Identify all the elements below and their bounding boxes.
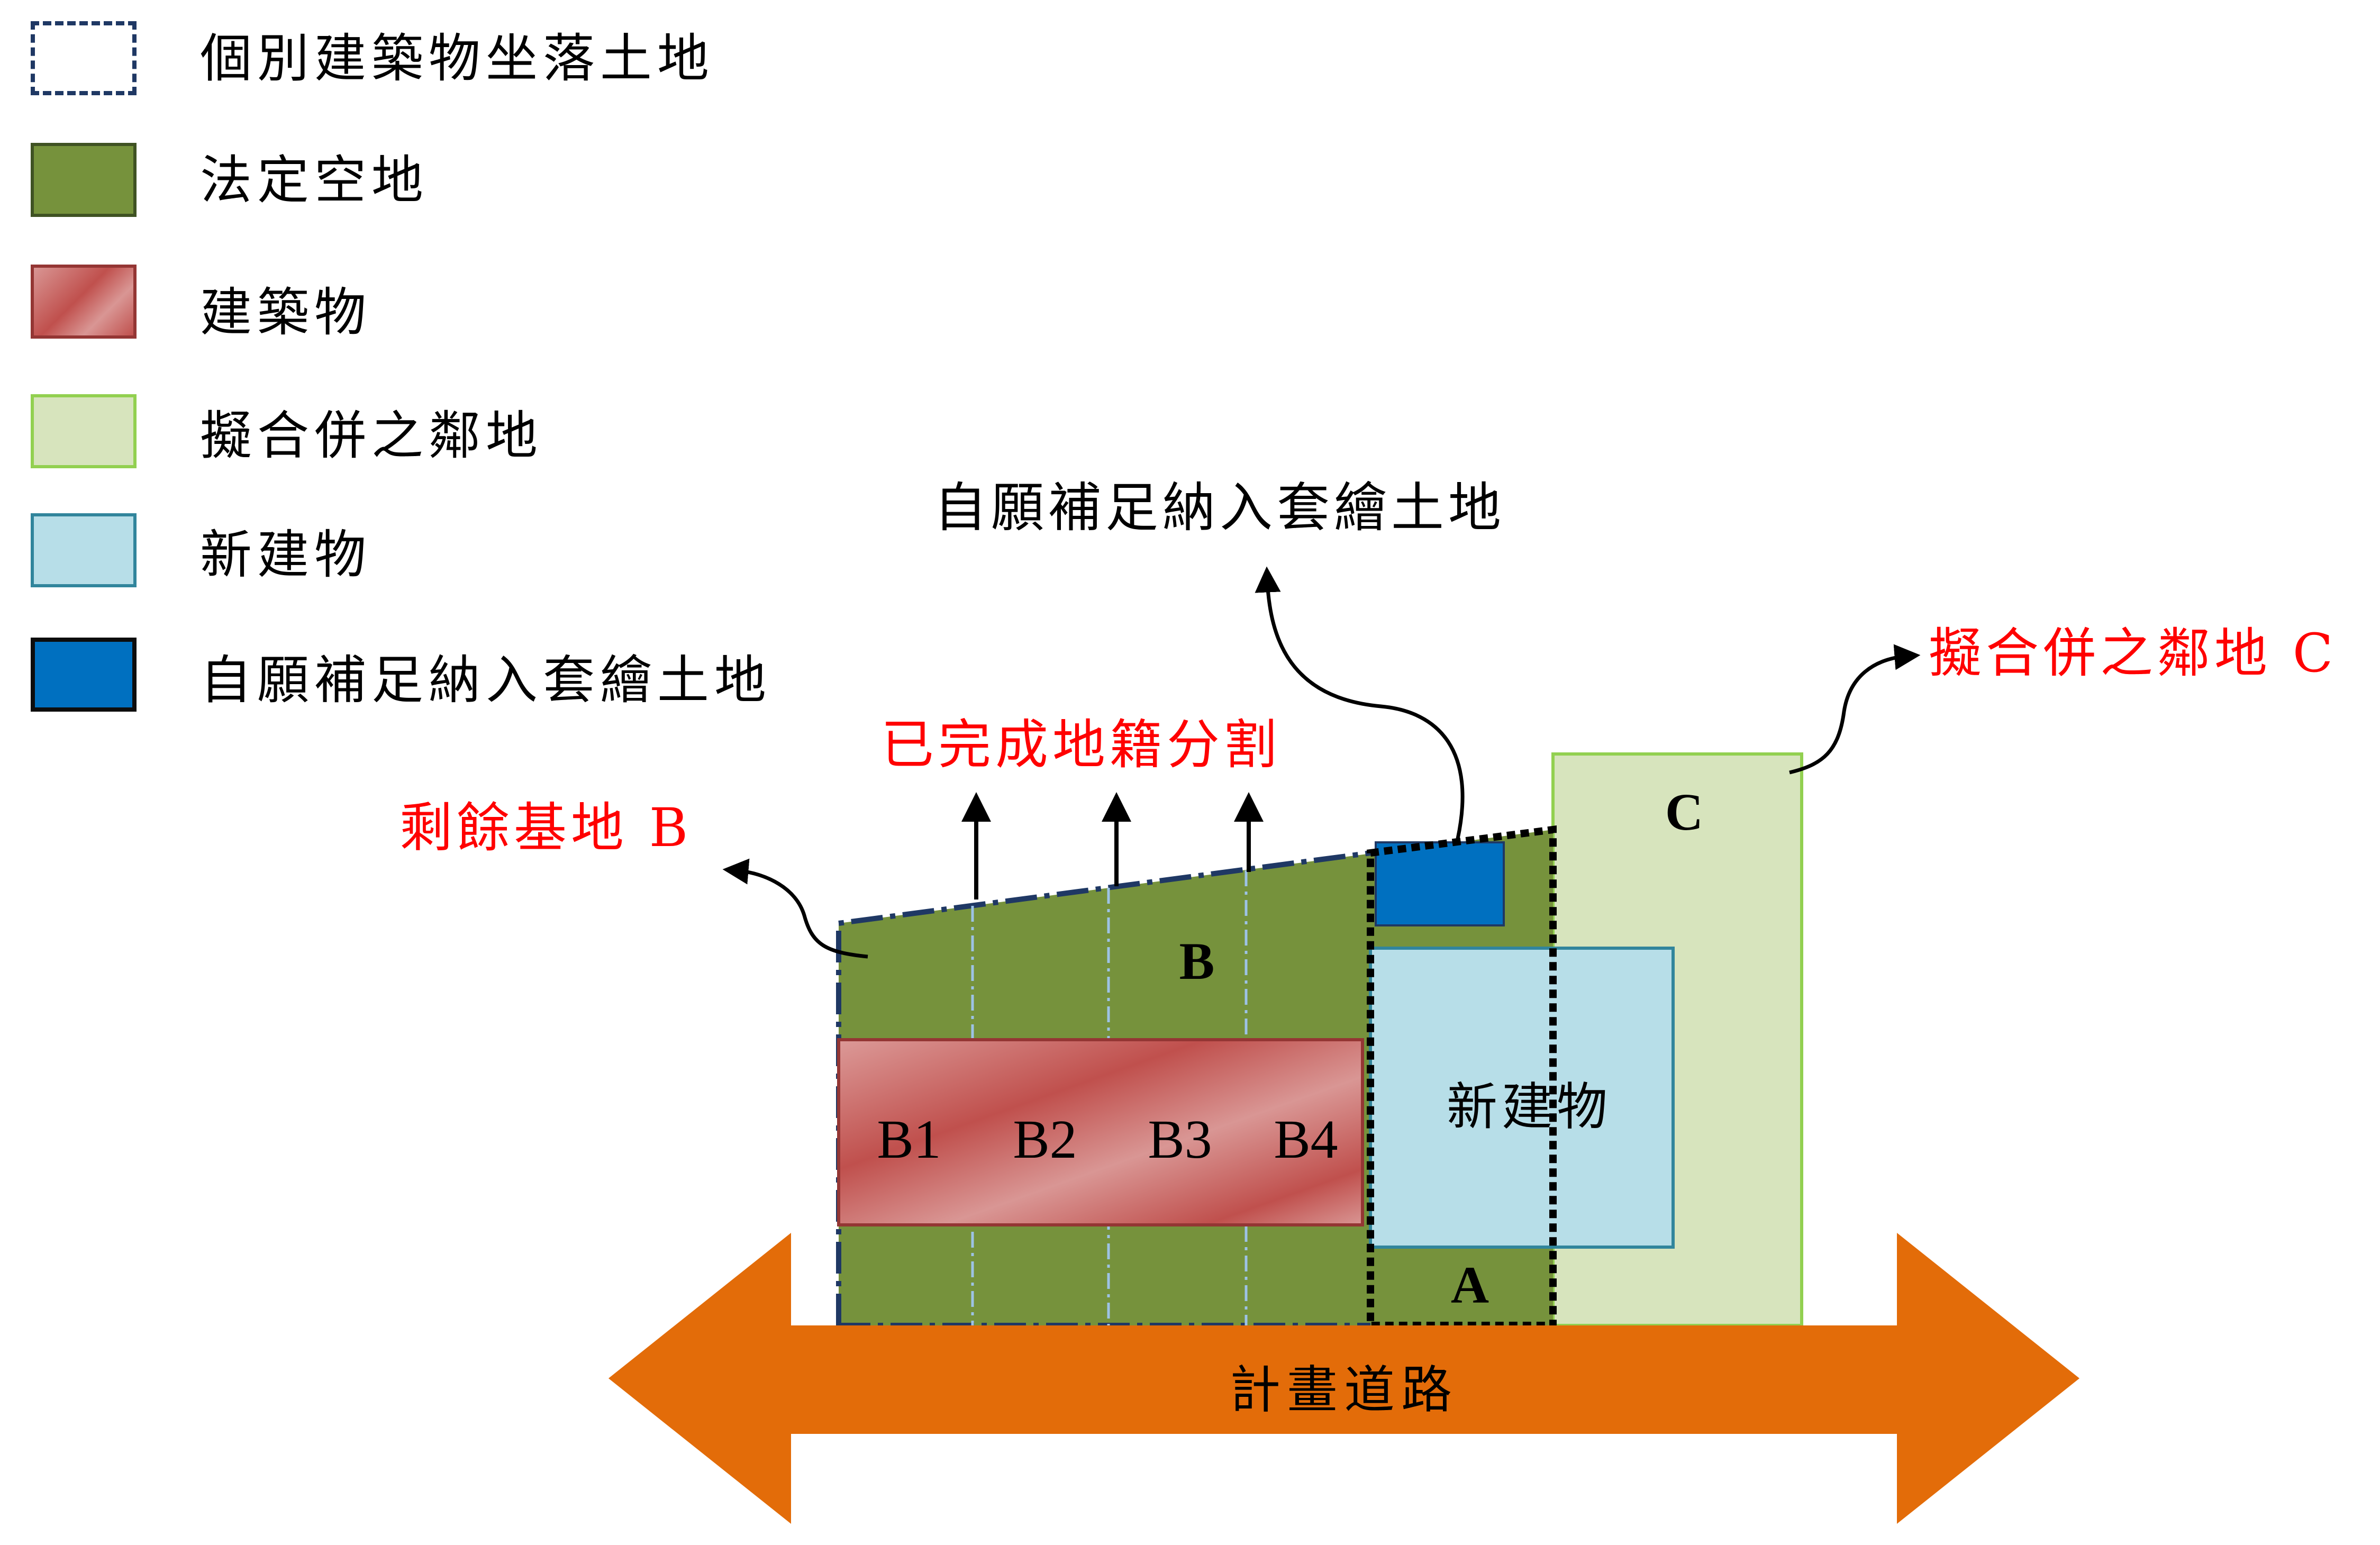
- new-building: [1369, 947, 1675, 1249]
- legend-label: 個別建築物坐落土地: [200, 29, 715, 89]
- lot-b-label: B: [1179, 932, 1215, 990]
- new-building-label: 新建物: [1447, 1077, 1612, 1137]
- building-part-b2: B2: [1013, 1109, 1077, 1170]
- neighbor-c-callout-arrow: [1789, 644, 1921, 775]
- callout-neighbor-c: 擬合併之鄰地 C: [1929, 622, 2338, 684]
- voluntary-land-block: [1375, 841, 1505, 926]
- voluntary-callout-arrow: [1255, 566, 1465, 839]
- legend-label: 建築物: [200, 283, 372, 343]
- light-blue-swatch-icon: [31, 513, 137, 587]
- road-label: 計畫道路: [1230, 1360, 1458, 1420]
- lot-c-label: C: [1665, 783, 1703, 841]
- building-part-b4: B4: [1274, 1109, 1338, 1170]
- lot-a-label: A: [1451, 1256, 1489, 1314]
- building-part-b3: B3: [1148, 1109, 1212, 1170]
- remaining-b-callout-arrow: [722, 858, 868, 959]
- existing-building: [837, 1038, 1364, 1226]
- red-swatch-icon: [31, 265, 137, 339]
- callout-remaining-lot-b: 剩餘基地 B: [399, 797, 693, 859]
- dashed-boundary-icon: [31, 21, 137, 95]
- green-swatch-icon: [31, 143, 137, 217]
- road-arrow: [608, 1233, 2079, 1524]
- legend-label: 自願補足納入套繪土地: [200, 650, 772, 711]
- callout-voluntary-land: 自願補足納入套繪土地: [934, 477, 1505, 539]
- building-part-b1: B1: [877, 1109, 941, 1170]
- light-green-swatch-icon: [31, 394, 137, 468]
- callout-cadastral-division: 已完成地籍分割: [881, 714, 1281, 776]
- legend-label: 擬合併之鄰地: [200, 406, 543, 466]
- blue-swatch-icon: [31, 638, 137, 712]
- legend-label: 法定空地: [200, 150, 429, 211]
- legend-label: 新建物: [200, 525, 372, 585]
